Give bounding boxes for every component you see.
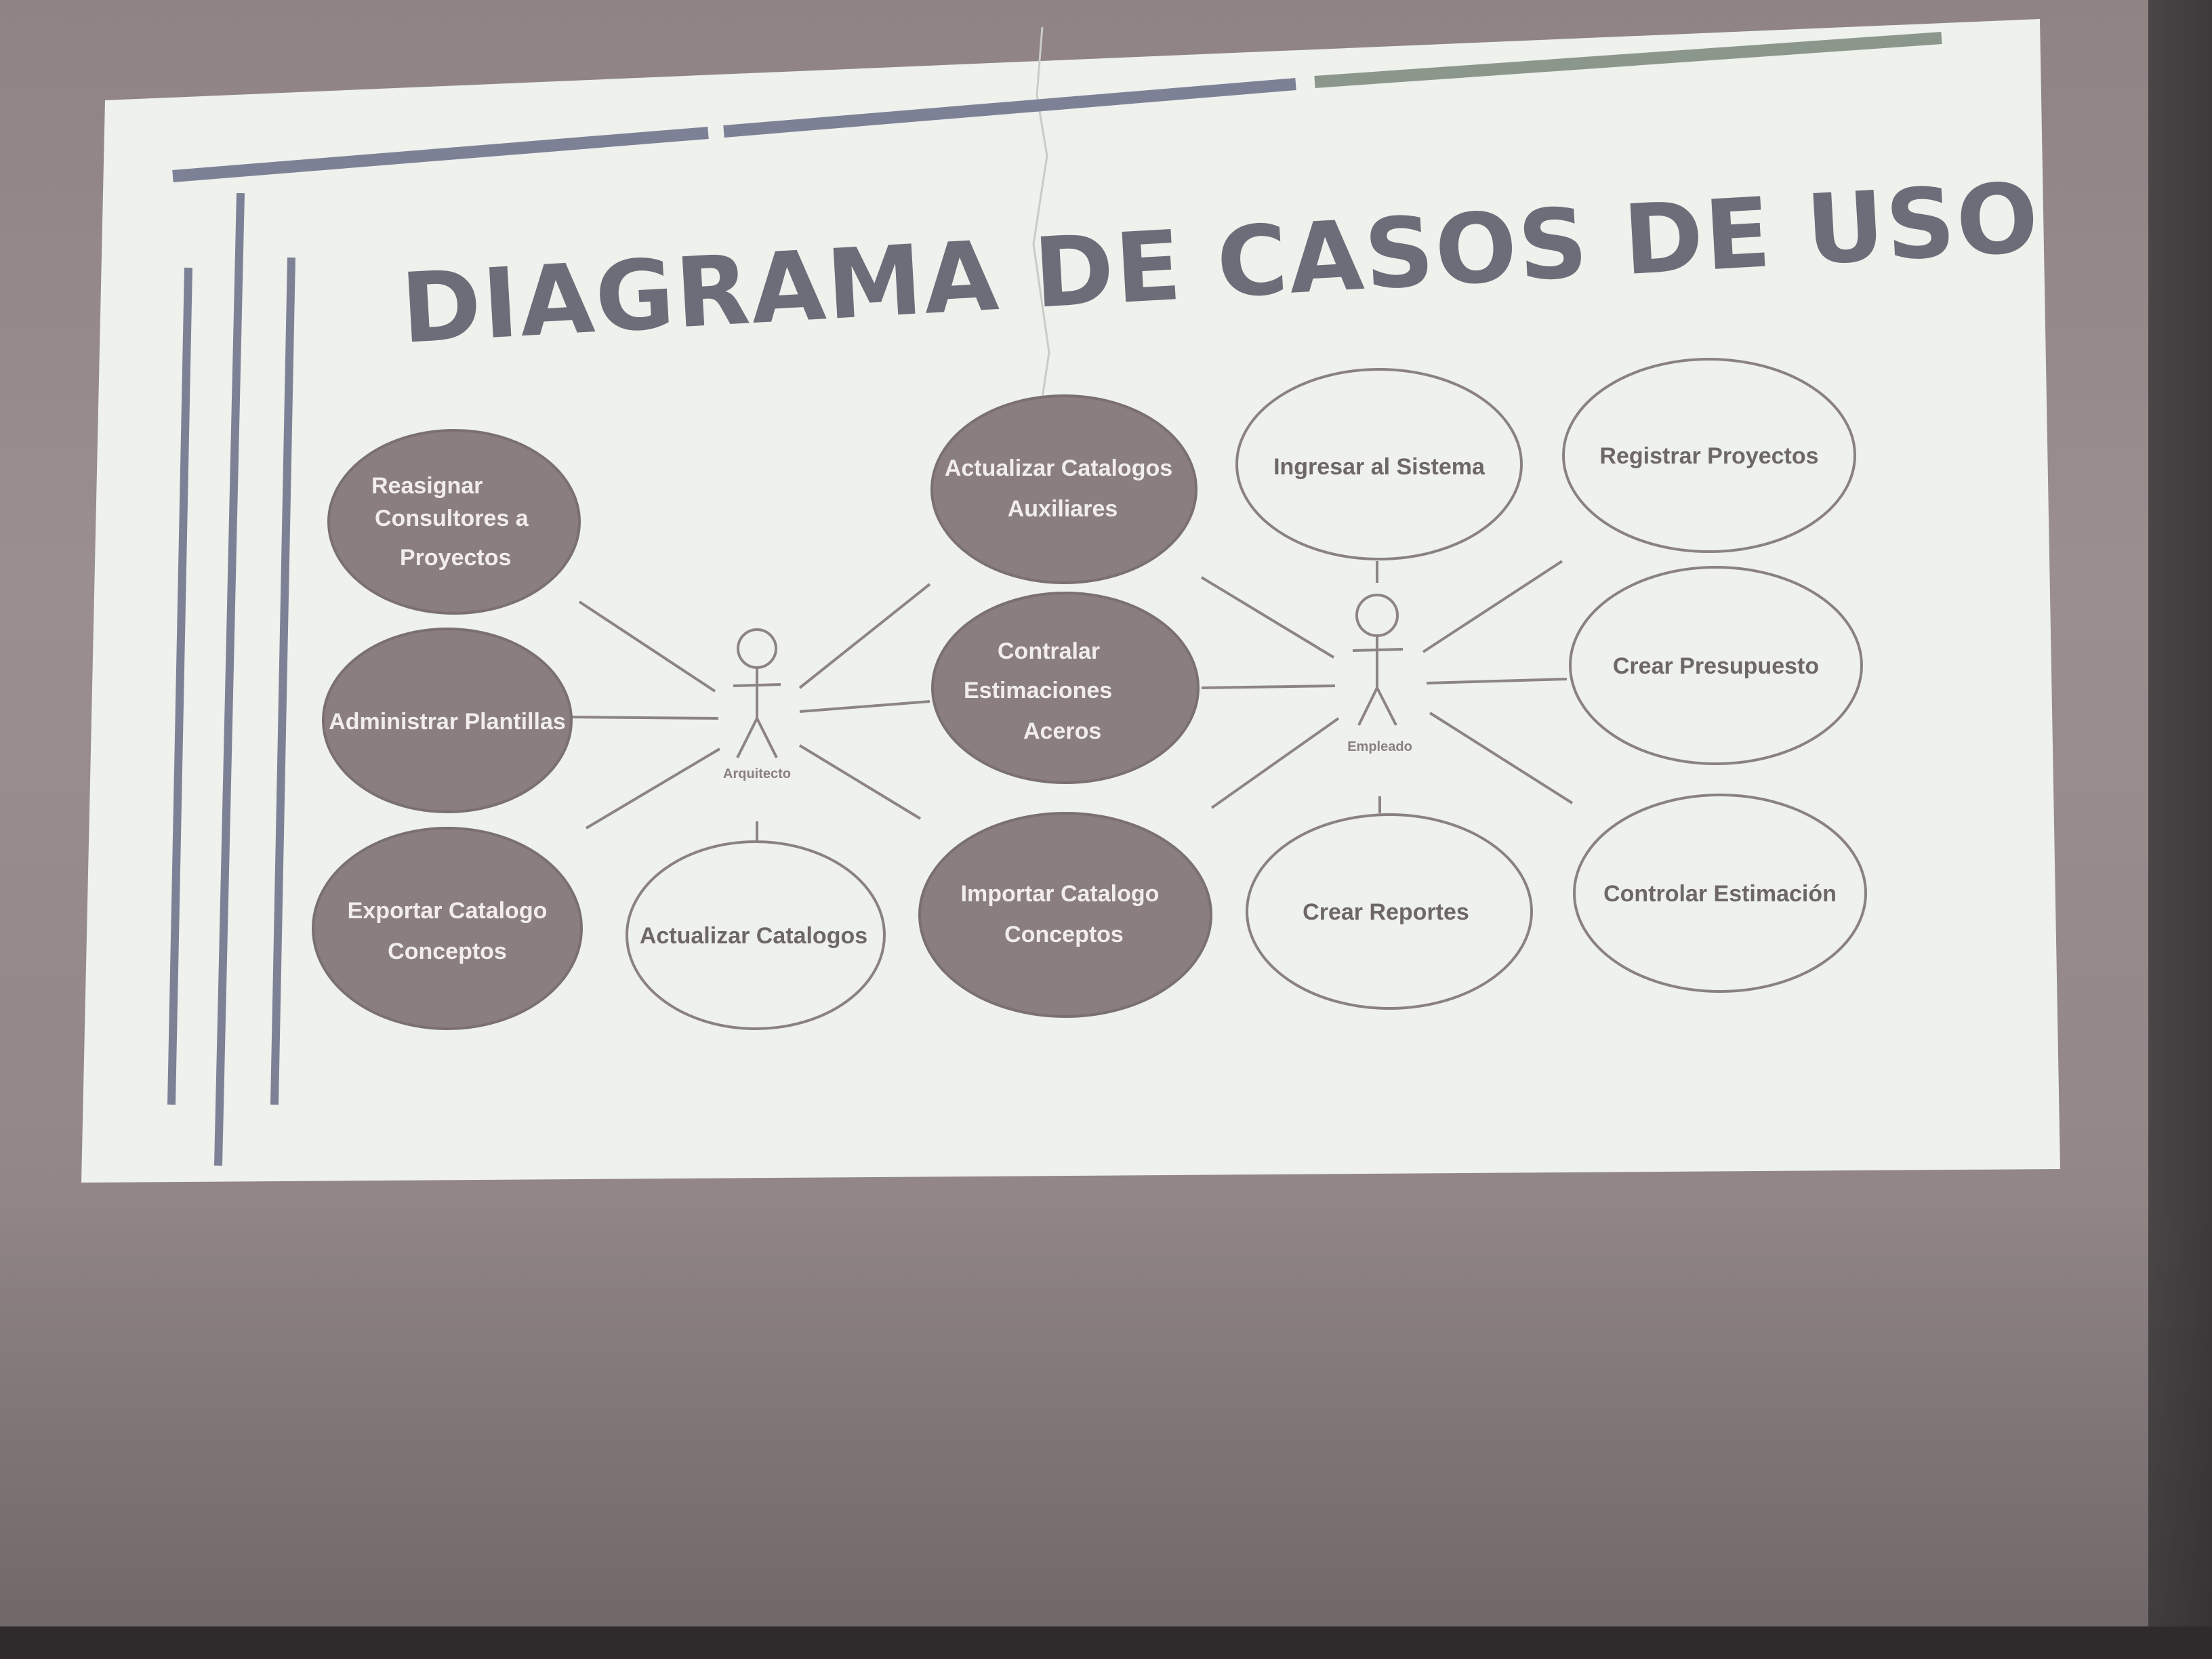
floor-band [0,1626,2212,1659]
use-case-exportar-catalogo: Exportar Catalogo Conceptos [312,827,583,1030]
use-case-crear-reportes: Crear Reportes [1246,813,1533,1010]
use-case-ellipse [327,429,581,615]
use-case-text: Administrar Plantillas [329,709,566,735]
use-case-ellipse [312,827,583,1030]
accent-vbar-3 [270,257,295,1105]
use-case-text: Conceptos [388,939,507,964]
actor-head [737,628,777,669]
use-case-text: Actualizar Catalogos [945,455,1172,481]
use-case-ellipse [626,840,886,1030]
accent-bar-1 [172,127,709,182]
use-case-text: Consultores a [375,506,529,531]
accent-bar-2 [723,78,1296,138]
actor-arquitecto [733,628,781,758]
actor-head [1355,594,1399,637]
use-case-text: Actualizar Catalogos [640,923,867,949]
use-case-ellipse [322,628,573,813]
use-case-ellipse [931,592,1200,784]
room-wall-right [2148,0,2212,1659]
use-case-text: Ingresar al Sistema [1273,454,1486,480]
associations-empleado [1200,560,1574,813]
use-case-text: Registrar Proyectos [1599,443,1818,469]
use-case-text: Aceros [1023,718,1101,744]
use-case-registrar-proyectos: Registrar Proyectos [1562,358,1856,553]
associations-arquitecto [569,583,931,844]
use-case-administrar-plantillas: Administrar Plantillas [322,628,573,813]
use-case-text: Exportar Catalogo [348,898,548,924]
use-case-text: Conceptos [1004,922,1124,947]
use-case-ellipse [1562,358,1856,553]
use-case-text: Estimaciones [964,678,1112,703]
use-case-text: Contralar [998,638,1100,664]
use-case-ingresar-sistema: Ingresar al Sistema [1235,368,1523,560]
use-case-text: Reasignar [371,473,483,499]
accent-vbar-1 [167,267,192,1105]
use-case-text: Crear Presupuesto [1613,653,1819,679]
use-case-crear-presupuesto: Crear Presupuesto [1569,566,1863,765]
use-case-text: Proyectos [400,545,511,571]
actor-label-arquitecto: Arquitecto [723,766,791,781]
use-case-ellipse [1573,794,1867,993]
use-case-text: Controlar Estimación [1603,881,1837,907]
use-case-ellipse [1235,368,1523,560]
use-case-ellipse [918,812,1212,1018]
use-case-actualizar-catalogos-aux: Actualizar Catalogos Auxiliares [930,394,1197,584]
use-case-controlar-estimacion: Controlar Estimación [1573,794,1867,993]
use-case-importar-catalogo: Importar Catalogo Conceptos [918,812,1212,1018]
use-case-ellipse [1569,566,1863,765]
use-case-text: Crear Reportes [1303,899,1469,925]
use-case-reasignar: Reasignar Consultores a Proyectos [327,429,581,615]
use-case-actualizar-catalogos: Actualizar Catalogos [626,840,886,1030]
use-case-ellipse [930,394,1197,584]
use-case-text: Auxiliares [1008,496,1118,522]
screen-lower-shade [0,1193,2212,1626]
use-case-ellipse [1246,813,1533,1010]
actor-empleado [1352,594,1404,726]
accent-bar-3 [1314,32,1942,88]
use-case-contralar-estimaciones: Contralar Estimaciones Aceros [931,592,1200,784]
use-case-text: Importar Catalogo [961,881,1160,907]
actor-label-empleado: Empleado [1347,739,1412,754]
accent-vbar-2 [214,192,245,1166]
